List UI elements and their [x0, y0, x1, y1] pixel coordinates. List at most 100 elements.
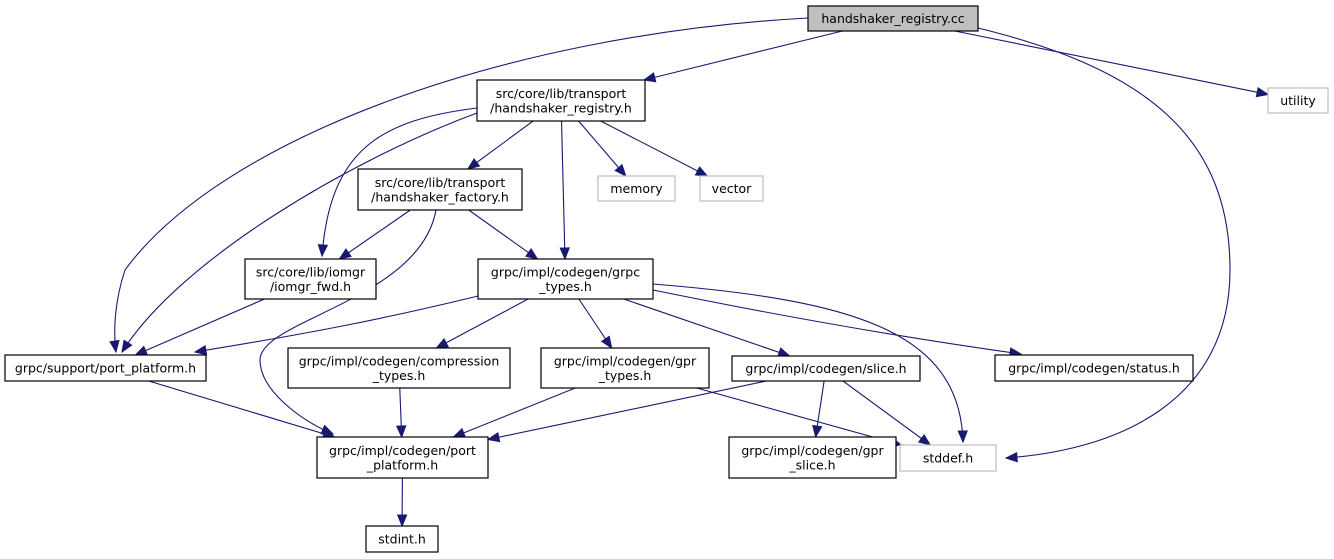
- edge-slice_h-to-stddef_h: [842, 380, 932, 446]
- arrowhead-icon: [109, 339, 120, 354]
- edge-grpc_types_h-to-compression_types_h: [435, 298, 529, 349]
- arrowhead-icon: [917, 433, 932, 446]
- node-box: [476, 79, 646, 122]
- node-box: [540, 347, 710, 389]
- edge-line: [600, 120, 708, 177]
- arrowhead-icon: [1255, 87, 1270, 98]
- node-gpr-types-h[interactable]: grpc/impl/codegen/gpr_types.h: [540, 347, 710, 389]
- node-label: grpc/impl/codegen/port: [329, 443, 476, 458]
- edge-root-to-hs_registry_h: [642, 30, 843, 83]
- edge-line: [560, 120, 566, 260]
- node-label: vector: [712, 181, 753, 196]
- arrowhead-icon: [338, 248, 352, 260]
- edge-line: [339, 209, 411, 260]
- node-box: [899, 444, 997, 472]
- edge-hs_factory_h-to-iomgr_fwd_h: [338, 209, 411, 260]
- node-box: [244, 258, 377, 300]
- node-hs-factory-h[interactable]: src/core/lib/transport/handshaker_factor…: [357, 168, 523, 211]
- arrowhead-icon: [121, 339, 133, 354]
- arrowhead-icon: [600, 335, 613, 350]
- node-box: [477, 258, 654, 300]
- edge-line: [148, 380, 335, 438]
- node-memory: memory: [597, 175, 676, 202]
- edge-codegen_port_platform_h-to-stdint_h: [396, 477, 408, 528]
- node-status-h[interactable]: grpc/impl/codegen/status.h: [994, 354, 1194, 382]
- node-label: /handshaker_factory.h: [371, 189, 509, 204]
- arrowhead-icon: [396, 425, 407, 439]
- edge-line: [114, 17, 809, 353]
- node-label: _types.h: [538, 279, 592, 294]
- edge-root-to-stddef_h: [977, 27, 1231, 463]
- arrowhead-icon: [452, 427, 467, 438]
- node-support-port-platform-h[interactable]: grpc/support/port_platform.h: [4, 354, 207, 382]
- edge-line: [696, 387, 902, 446]
- arrowhead-icon: [957, 430, 968, 444]
- node-box: [1267, 87, 1329, 114]
- node-label: grpc/impl/codegen/gpr: [741, 443, 884, 458]
- node-box: [597, 175, 676, 202]
- edge-compression_types_h-to-codegen_port_platform_h: [396, 387, 407, 439]
- node-stddef-h: stddef.h: [899, 444, 997, 472]
- edge-grpc_types_h-to-stddef_h: [652, 283, 968, 444]
- node-compression-types-h[interactable]: grpc/impl/codegen/compression_types.h: [287, 347, 511, 389]
- edge-hs_factory_h-to-grpc_types_h: [468, 209, 539, 260]
- edge-hs_factory_h-to-codegen_port_platform_h: [259, 209, 437, 435]
- edge-line: [652, 283, 964, 443]
- arrowhead-icon: [614, 163, 627, 178]
- edge-slice_h-to-codegen_port_platform_h: [486, 380, 767, 443]
- edge-line: [135, 298, 265, 356]
- arrowhead-icon: [1004, 451, 1018, 463]
- node-label: src/core/lib/iomgr: [256, 264, 366, 279]
- edge-line: [487, 380, 767, 441]
- node-box: [365, 525, 439, 553]
- node-root[interactable]: handshaker_registry.cc: [807, 5, 979, 32]
- arrowhead-icon: [317, 244, 329, 258]
- edge-line: [623, 298, 790, 357]
- node-iomgr-fwd-h[interactable]: src/core/lib/iomgr/iomgr_fwd.h: [244, 258, 377, 300]
- edge-line: [259, 209, 437, 435]
- edge-line: [468, 209, 538, 260]
- edge-support_port_platform_h-to-codegen_port_platform_h: [148, 380, 336, 439]
- arrowhead-icon: [486, 432, 501, 443]
- arrowhead-icon: [525, 248, 539, 260]
- arrowhead-icon: [642, 72, 657, 83]
- edge-line: [954, 30, 1269, 95]
- edge-line: [643, 30, 843, 81]
- node-hs-registry-h[interactable]: src/core/lib/transport/handshaker_regist…: [476, 79, 646, 122]
- edge-line: [652, 289, 1022, 355]
- node-label: _types.h: [598, 368, 652, 383]
- edge-line: [977, 27, 1231, 459]
- node-box: [287, 347, 511, 389]
- arrowhead-icon: [466, 157, 481, 170]
- edge-line: [194, 295, 479, 353]
- edge-line: [121, 112, 478, 353]
- edge-grpc_types_h-to-support_port_platform_h: [193, 295, 479, 356]
- node-slice-h[interactable]: grpc/impl/codegen/slice.h: [731, 355, 921, 382]
- edge-grpc_types_h-to-status_h: [652, 289, 1023, 358]
- arrowhead-icon: [435, 337, 450, 349]
- edge-line: [453, 387, 576, 438]
- node-label: utility: [1280, 93, 1316, 108]
- edge-line: [436, 298, 529, 349]
- arrowhead-icon: [559, 247, 570, 261]
- edge-gpr_types_h-to-codegen_port_platform_h: [452, 387, 576, 438]
- node-label: _platform.h: [366, 457, 438, 472]
- edge-root-to-support_port_platform_h: [109, 17, 809, 354]
- arrowhead-icon: [694, 166, 709, 177]
- node-gpr-slice-h[interactable]: grpc/impl/codegen/gpr_slice.h: [728, 436, 897, 479]
- edge-root-to-utility: [954, 30, 1270, 98]
- node-vector: vector: [699, 175, 764, 202]
- node-codegen-port-platform-h[interactable]: grpc/impl/codegen/port_platform.h: [316, 436, 489, 479]
- node-label: src/core/lib/transport: [375, 175, 506, 190]
- node-box: [4, 354, 207, 382]
- node-box: [994, 354, 1194, 382]
- node-grpc-types-h[interactable]: grpc/impl/codegen/grpc_types.h: [477, 258, 654, 300]
- node-label: grpc/impl/codegen/compression: [299, 353, 500, 368]
- node-label: grpc/support/port_platform.h: [15, 361, 196, 376]
- node-stdint-h[interactable]: stdint.h: [365, 525, 439, 553]
- edge-hs_registry_h-to-memory: [578, 120, 627, 178]
- node-label: stddef.h: [923, 451, 973, 466]
- edges-layer: [109, 17, 1270, 528]
- node-label: grpc/impl/codegen/gpr: [554, 353, 697, 368]
- node-box: [731, 355, 921, 382]
